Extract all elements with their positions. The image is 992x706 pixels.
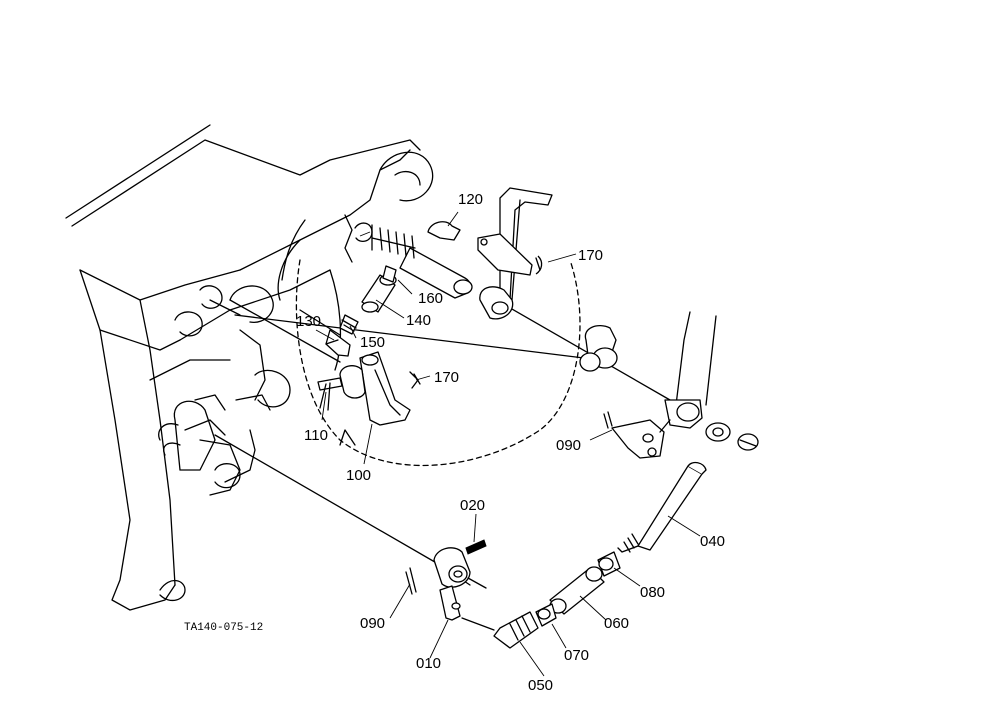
callout-090-upper: 090: [556, 437, 581, 454]
callout-060: 060: [604, 615, 629, 632]
callout-140: 140: [406, 312, 431, 329]
right-lever: [579, 311, 759, 459]
engine-housing: [65, 124, 434, 611]
callout-130: 130: [296, 313, 321, 330]
callout-090-lower: 090: [360, 615, 385, 632]
lower-clevis: [405, 539, 495, 631]
callout-100: 100: [346, 467, 371, 484]
callout-150: 150: [360, 334, 385, 351]
callout-070: 070: [564, 647, 589, 664]
callouts: 120 170 160 140 130 150 170 110 100 090 …: [184, 191, 725, 694]
callout-040: 040: [700, 533, 725, 550]
flywheel-outline: [281, 219, 581, 467]
callout-170-upper: 170: [578, 247, 603, 264]
callout-020: 020: [460, 497, 485, 514]
callout-080: 080: [640, 584, 665, 601]
callout-050: 050: [528, 677, 553, 694]
callout-120: 120: [458, 191, 483, 208]
callout-110: 110: [304, 427, 328, 444]
lower-rod-assembly: [493, 461, 707, 649]
threaded-parts: [325, 265, 397, 357]
leader-lines: [315, 211, 701, 677]
upper-lever: [371, 187, 553, 320]
callout-170-lower: 170: [434, 369, 459, 386]
figure-code: TA140-075-12: [184, 622, 263, 634]
callout-010: 010: [416, 655, 441, 672]
callout-160: 160: [418, 290, 443, 307]
bracket-100: [317, 351, 421, 446]
